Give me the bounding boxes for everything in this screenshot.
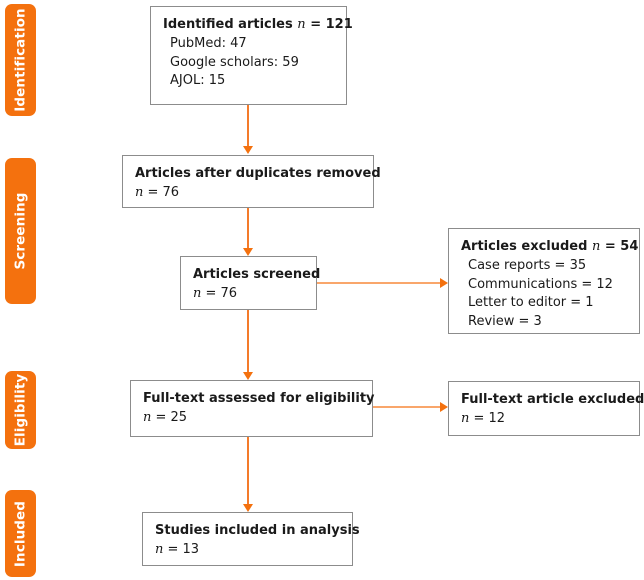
excluded-reason-letter-to-editor: Letter to editor = 1 [468, 295, 594, 311]
identified-articles-title-line: Identified articles n = 121 [163, 16, 353, 34]
excluded-reason-review: Review = 3 [468, 313, 542, 329]
articles-excluded-n-value: = 54 [604, 239, 639, 254]
arrow-right-screened-to-excluded [440, 278, 448, 288]
fulltext-assessed-n-line: n = 25 [143, 409, 360, 427]
stage-tab-eligibility-label: Eligibility [11, 373, 28, 447]
stage-tab-included: Included [5, 490, 36, 577]
fulltext-excluded-n-line: n = 12 [461, 410, 627, 428]
connector-fulltext-to-included [247, 437, 249, 504]
excluded-reason-communications: Communications = 12 [468, 276, 613, 292]
fulltext-excluded-title: Full-text article excluded [461, 392, 644, 407]
stage-tab-screening: Screening [5, 158, 36, 304]
identified-articles-n-value: = 121 [310, 17, 353, 32]
identified-source-google-scholars: Google scholars: 59 [170, 54, 299, 70]
connector-screened-to-excluded [317, 282, 441, 284]
fulltext-assessed-n-value: = 25 [155, 410, 188, 426]
articles-screened-n-value: = 76 [205, 286, 238, 302]
stage-tab-identification: Identification [5, 4, 36, 116]
identified-articles-n-symbol: n [297, 17, 306, 32]
articles-excluded-n-symbol: n [591, 239, 601, 254]
connector-fulltext-to-fulltext-excluded [373, 406, 441, 408]
box-articles-after-duplicates: Articles after duplicates removed n = 76 [122, 155, 381, 208]
after-duplicates-title: Articles after duplicates removed [135, 166, 381, 181]
connector-duplicates-to-screened [247, 208, 249, 249]
fulltext-excluded-n-symbol: n [461, 411, 470, 427]
after-duplicates-n-symbol: n [135, 185, 144, 201]
articles-screened-n-line: n = 76 [193, 285, 304, 303]
connector-identified-to-duplicates [247, 105, 249, 147]
connector-screened-to-fulltext [247, 310, 249, 373]
stage-tab-identification-label: Identification [11, 8, 28, 112]
identified-source-ajol: AJOL: 15 [170, 73, 226, 89]
box-fulltext-article-excluded: Full-text article excluded n = 12 [448, 381, 644, 436]
identified-articles-title: Identified articles [163, 17, 293, 32]
stage-tab-screening-label: Screening [11, 192, 28, 270]
box-studies-included: Studies included in analysis n = 13 [142, 512, 360, 566]
studies-included-n-symbol: n [155, 542, 164, 558]
fulltext-assessed-n-symbol: n [143, 410, 152, 426]
fulltext-excluded-n-value: = 12 [473, 411, 506, 427]
articles-excluded-title-line: Articles excluded n = 54 [461, 238, 638, 256]
articles-screened-n-symbol: n [193, 286, 202, 302]
after-duplicates-n-line: n = 76 [135, 184, 361, 202]
after-duplicates-n-value: = 76 [147, 185, 180, 201]
box-identified-articles: Identified articles n = 121 PubMed: 47 G… [150, 6, 353, 105]
studies-included-n-value: = 13 [167, 542, 200, 558]
arrow-down-screened-to-fulltext [243, 372, 253, 380]
articles-screened-title: Articles screened [193, 267, 321, 282]
stage-tab-included-label: Included [11, 500, 28, 567]
box-articles-excluded: Articles excluded n = 54 Case reports = … [448, 228, 640, 334]
arrow-right-fulltext-to-fulltext-excluded [440, 402, 448, 412]
excluded-reason-case-reports: Case reports = 35 [468, 258, 587, 274]
arrow-down-duplicates-to-screened [243, 248, 253, 256]
arrow-down-fulltext-to-included [243, 504, 253, 512]
stage-tab-eligibility: Eligibility [5, 371, 36, 449]
studies-included-n-line: n = 13 [155, 541, 340, 559]
articles-excluded-title: Articles excluded [461, 239, 588, 254]
identified-source-pubmed: PubMed: 47 [170, 36, 247, 52]
arrow-down-identified-to-duplicates [243, 146, 253, 154]
fulltext-assessed-title: Full-text assessed for eligibility [143, 391, 375, 406]
box-fulltext-assessed: Full-text assessed for eligibility n = 2… [130, 380, 375, 437]
box-articles-screened: Articles screened n = 76 [180, 256, 321, 310]
studies-included-title: Studies included in analysis [155, 523, 360, 538]
